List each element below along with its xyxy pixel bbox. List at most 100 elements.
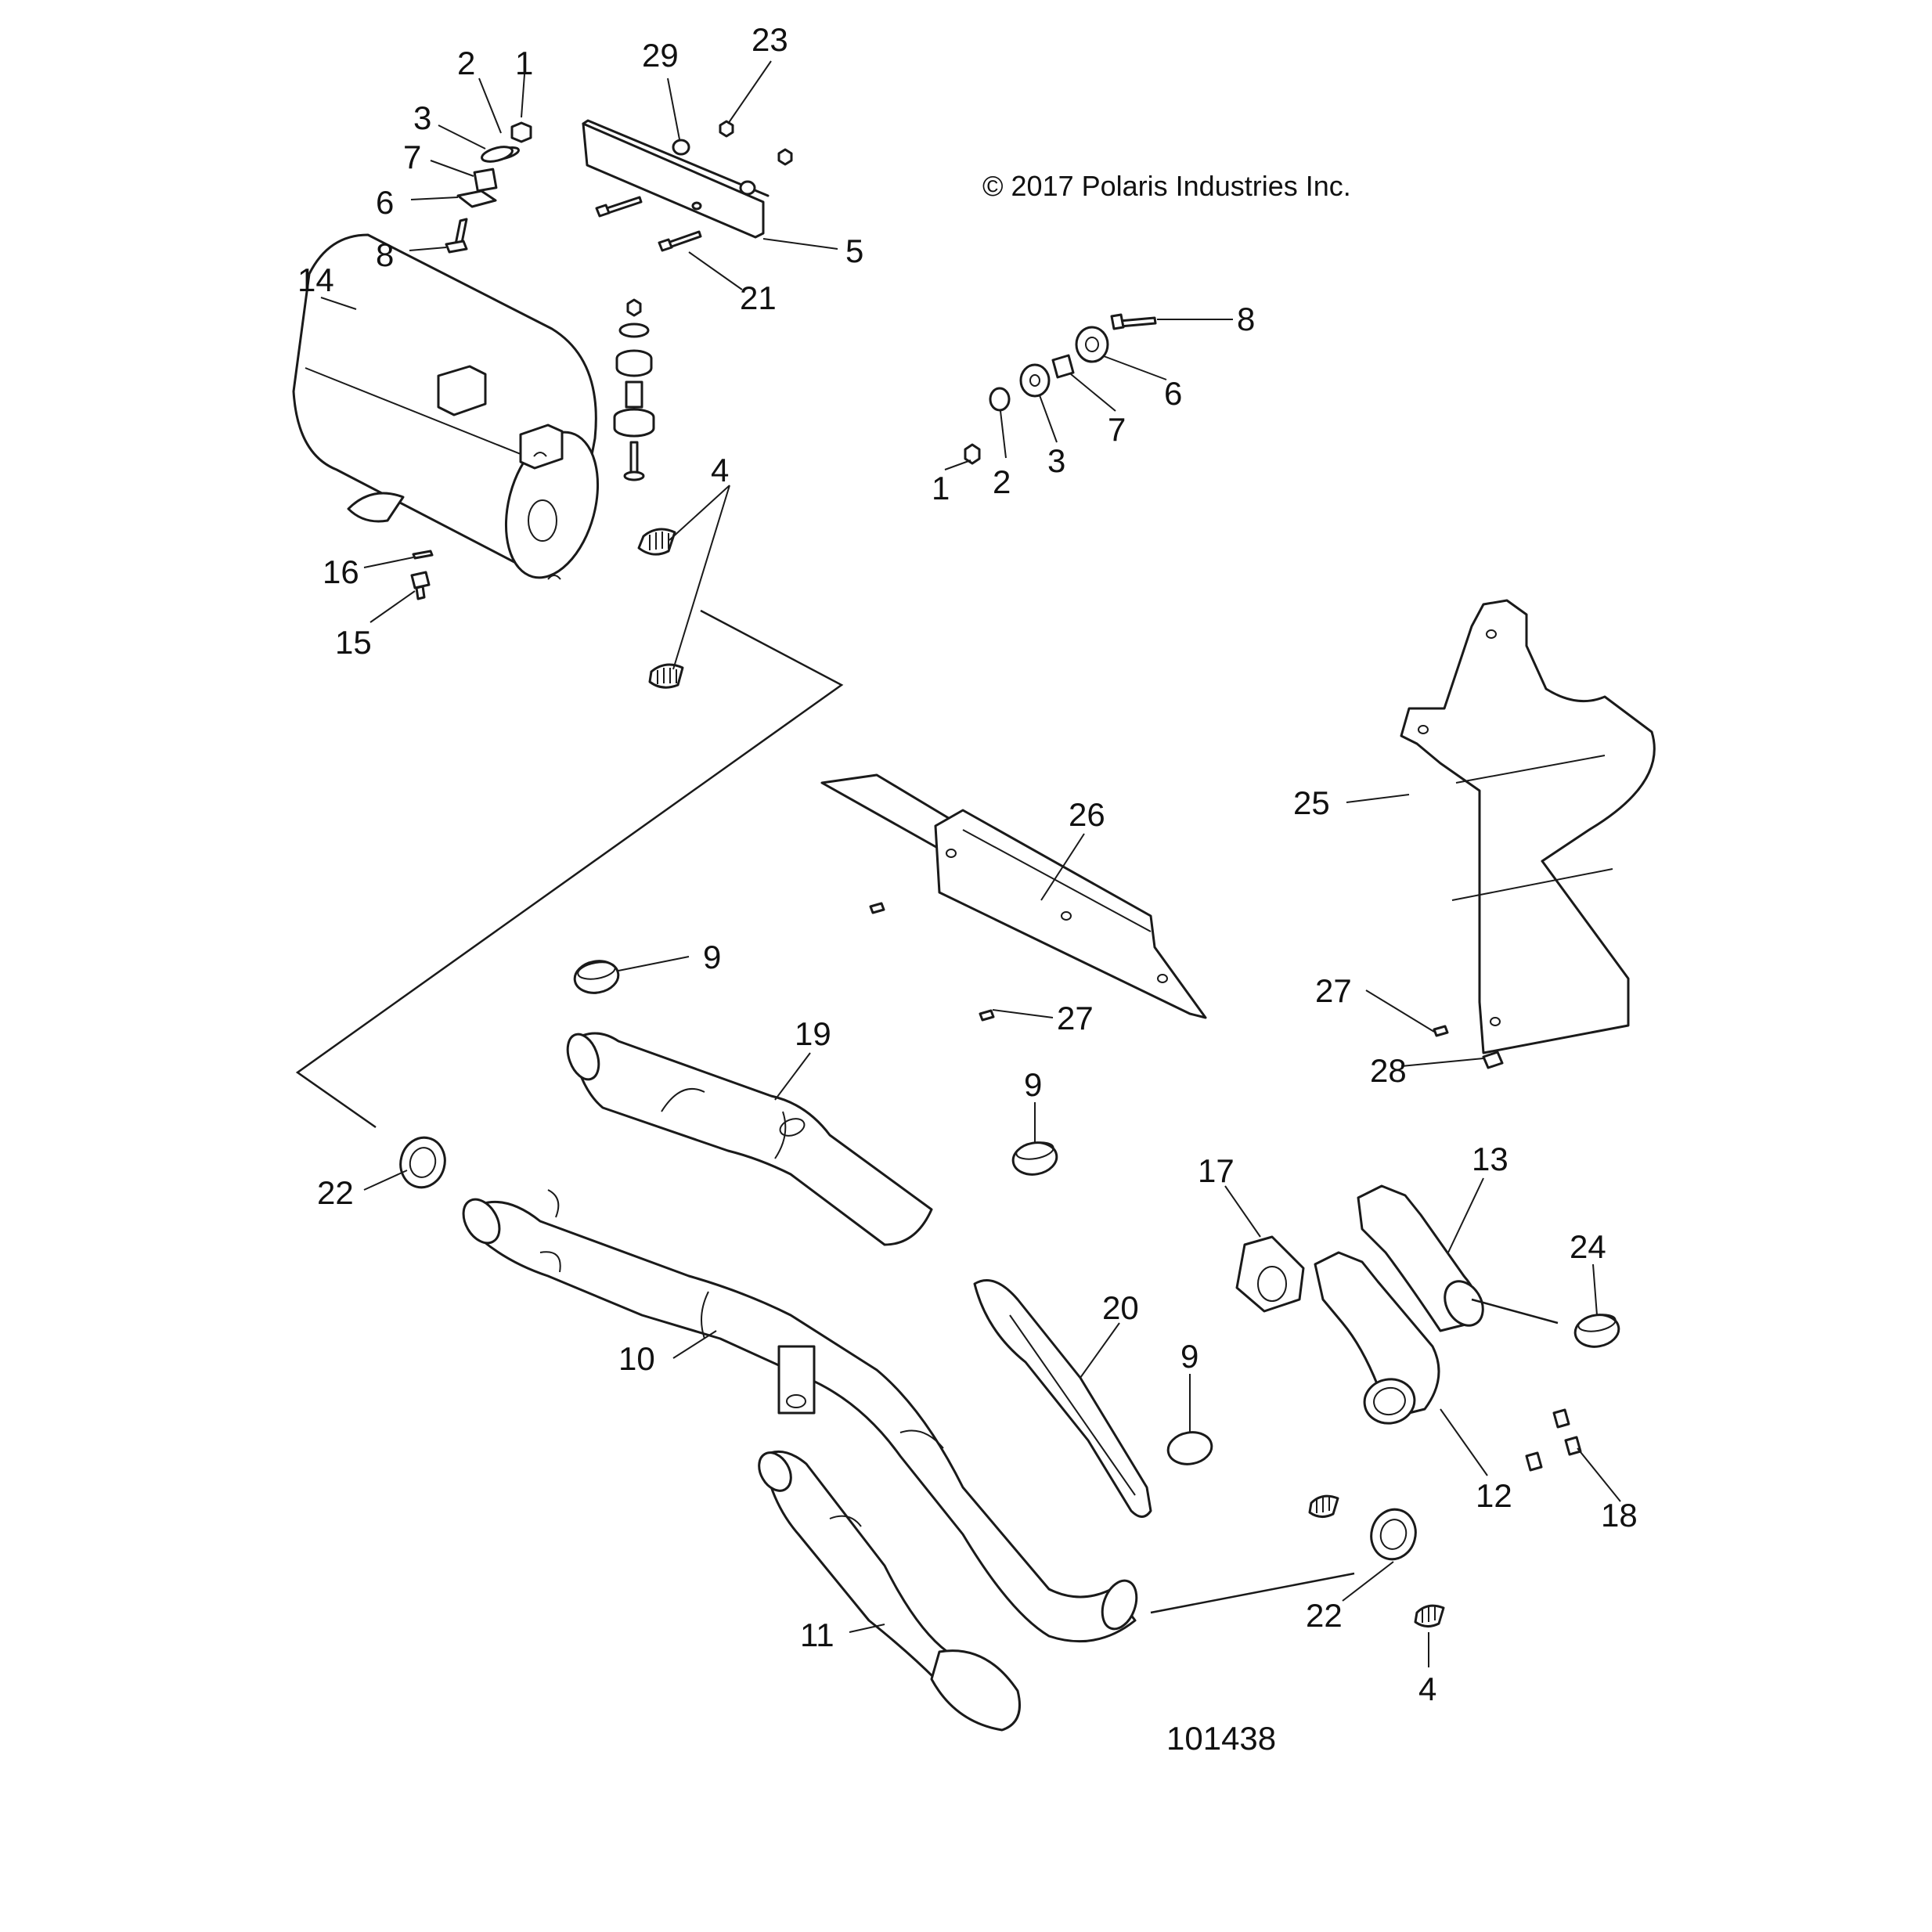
heat-shield-hole-left [1418,725,1429,734]
callout-label: 7 [1108,411,1126,448]
callout-label: 21 [740,279,777,316]
guide-line-muffler-to-pipe [295,609,844,1129]
pipe-11 [758,1450,1021,1732]
muffler-outlet [528,499,557,542]
leader-14 [320,297,357,310]
callout-label: 15 [335,624,372,661]
leader-17 [1224,1185,1261,1238]
drawing-number: 101438 [1166,1720,1276,1757]
callout-label: 25 [1293,784,1330,821]
leader-2a [478,77,502,134]
gasket-17-hole [1257,1266,1287,1302]
leader-7b [1070,373,1116,412]
leader-13 [1447,1177,1484,1253]
heat-shield-hole-bottom [1490,1017,1501,1026]
heat-shield-26-flap [820,773,957,855]
pipe-10 [462,1189,1138,1643]
stack-bolt-head [623,470,645,481]
leader-29 [667,77,680,140]
springs-4 [637,528,1445,1627]
grommet-6-hole [1085,337,1099,352]
pipe-10-bracket [777,1345,816,1415]
bolt-18-a [1552,1408,1570,1429]
bracket-plate [582,122,765,239]
leader-2b [1000,410,1007,459]
spring-lower-right-coils [1422,1606,1436,1623]
spring-hook-a [533,452,547,457]
callout-label: 4 [711,452,729,488]
callout-label: 27 [1057,1000,1094,1036]
pipe-19 [566,1032,933,1246]
leader-4a [669,485,730,670]
clamp-9-lower [1166,1431,1213,1465]
nut-23b [777,148,793,166]
bolt-8-right-head [1110,313,1125,330]
callout-label: 10 [618,1340,655,1377]
heat-shield-20-body [973,1279,1152,1518]
head-pipe-12 [1314,1251,1440,1418]
callout-label: 29 [642,37,679,74]
leader-25 [1346,794,1410,803]
clamp-24-inner [1577,1314,1617,1332]
heat-shield-fold-2 [1451,868,1613,901]
screw-27-a [869,902,885,914]
spring-lower [648,663,684,689]
leader-26 [1040,833,1085,901]
leader-24 [1592,1263,1598,1316]
muffler-mount-tab-top [437,365,487,416]
callout-label: 18 [1601,1497,1638,1534]
leader-20 [1080,1322,1120,1379]
callout-label: 22 [1306,1597,1343,1634]
pipe-10-inlet [462,1198,501,1245]
callout-label: 14 [297,261,334,298]
callout-label: 8 [1237,301,1255,337]
head-pipe-12-bore [1373,1386,1406,1416]
pipe-11-body [762,1450,949,1681]
gaskets [399,1136,1417,1561]
heat-shield-26-edge [962,829,1152,932]
muffler [292,233,600,600]
heat-shield-26-hole-c [1157,974,1168,983]
callout-label: 6 [376,184,394,221]
leader-22b [1342,1561,1394,1602]
clamp-9-upper-inner [577,961,616,980]
stack-bolt [629,441,639,475]
spring-lower-coils [657,668,677,684]
heat-shield-hole-top [1486,629,1497,639]
leader-11 [849,1624,885,1633]
clamps-9 [573,960,1620,1465]
callout-label: 7 [403,139,421,175]
leader-28 [1400,1058,1484,1067]
bracket-hole [691,201,702,211]
callout-label: 3 [1047,442,1065,479]
screw-15-head [410,571,431,589]
bushing-part [473,168,498,193]
bolt-21-b-head [658,238,673,252]
cotter-pin-16 [412,550,434,560]
callout-label: 3 [413,99,431,136]
heat-shield-20 [973,1279,1152,1518]
callout-label: 26 [1069,796,1105,833]
gasket-22-lower [1370,1508,1417,1561]
bolt-18-c [1525,1451,1543,1472]
pipe-10-body [468,1200,1137,1643]
heat-shield-body [1400,599,1656,1054]
washer-29 [672,139,690,156]
bushing-7-right [1051,354,1075,379]
pipe-11-seam [829,1515,862,1527]
leader-27a [992,1009,1054,1018]
leader-27b [1365,989,1435,1033]
callout-label: 13 [1472,1141,1508,1177]
leader-3b [1039,395,1058,443]
heat-shield-26 [820,773,1207,1022]
callout-label: 20 [1102,1289,1139,1326]
pipe-11-end [758,1451,792,1492]
stack-washer [618,323,650,338]
bolt-18-b [1564,1436,1582,1456]
pipe-10-hooks [539,1189,561,1273]
grommet-part [481,146,514,163]
heat-shield-20-ridge [1009,1314,1136,1496]
bolt-21-b [666,230,702,249]
grommet-6-right [1075,326,1109,363]
